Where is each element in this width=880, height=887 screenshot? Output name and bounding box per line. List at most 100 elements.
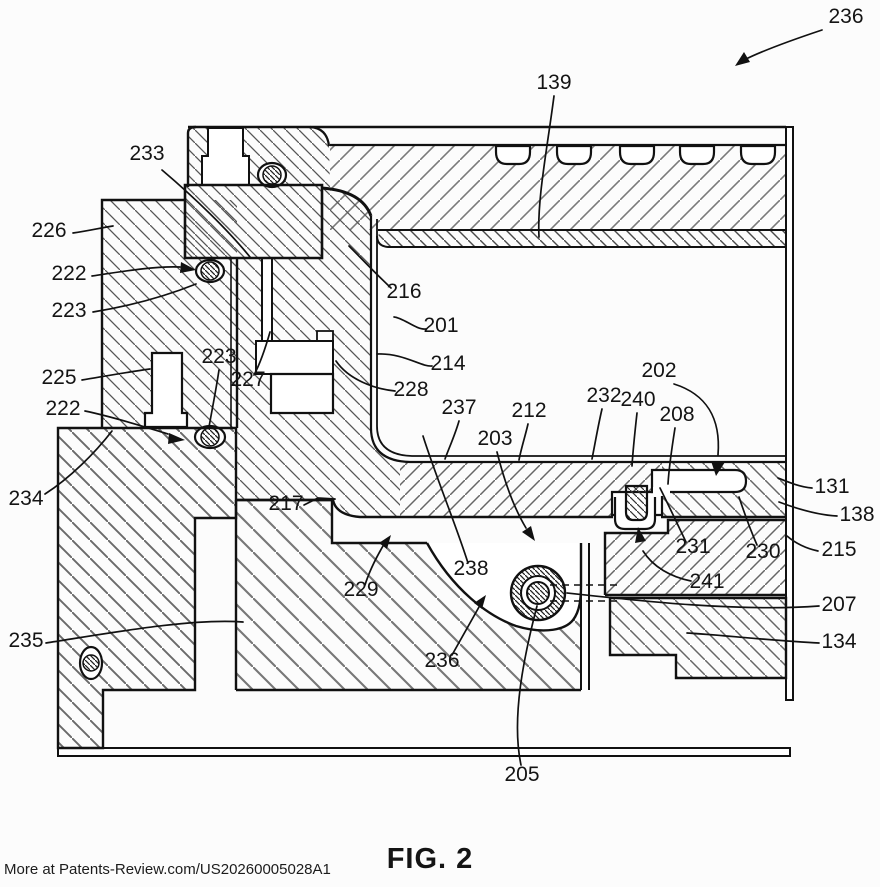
leader-201 — [393, 316, 427, 330]
leader-208 — [667, 427, 676, 485]
ref-label-216: 216 — [386, 280, 421, 303]
watermark-text: More at Patents-Review.com/US20260005028… — [4, 861, 331, 878]
sensor-block-white — [201, 127, 250, 186]
mat-corrugation-cups — [494, 144, 777, 166]
o-ring-222-upper — [194, 258, 226, 284]
o-ring-223-lower — [193, 424, 227, 450]
leader-138 — [778, 501, 838, 517]
o-ring-seals — [78, 161, 288, 681]
ref-label-227: 227 — [230, 368, 265, 391]
part-outlines — [56, 125, 788, 750]
ref-label-225: 225 — [41, 366, 76, 389]
leader-131 — [777, 477, 813, 489]
leader-234 — [44, 430, 113, 495]
ref-label-237: 237 — [441, 396, 476, 419]
leader-225 — [81, 368, 151, 381]
ref-label-134: 134 — [821, 630, 856, 653]
ref-label-222-upper: 222 — [51, 262, 86, 285]
leader-223-upper — [92, 283, 197, 313]
leader-205 — [516, 605, 538, 766]
ref-label-226: 226 — [31, 219, 66, 242]
leader-223-lower — [208, 369, 220, 428]
leader-241 — [642, 550, 692, 582]
labyrinth-joint — [610, 468, 748, 531]
leader-203 — [496, 451, 527, 529]
leader-214 — [376, 353, 433, 367]
ref-label-131: 131 — [814, 475, 849, 498]
leader-227 — [253, 331, 271, 376]
ref-label-232: 232 — [586, 384, 621, 407]
leader-236-top — [743, 29, 823, 61]
reference-labels: 236 139 233 226 222 223 216 201 214 225 … — [8, 5, 874, 786]
joint-upper-slot — [650, 468, 748, 494]
right-wall — [785, 126, 794, 701]
leader-222-upper — [91, 266, 181, 277]
arrowhead-202 — [711, 461, 725, 476]
ref-label-217: 217 — [268, 492, 303, 515]
lower-left-block-234-section — [58, 428, 236, 748]
leader-226 — [72, 225, 114, 234]
leader-237 — [444, 420, 460, 460]
leader-233 — [161, 169, 251, 258]
leader-202 — [673, 383, 720, 456]
leader-232 — [591, 408, 603, 460]
leader-222-lower — [84, 410, 169, 435]
cold-shelf-left-section — [400, 461, 662, 517]
white-features — [57, 126, 794, 757]
ref-label-229: 229 — [343, 578, 378, 601]
right-block-134-section — [610, 598, 786, 678]
o-ring-top — [256, 161, 288, 189]
leader-231 — [659, 487, 687, 543]
arrowhead-203 — [522, 526, 535, 541]
leader-134 — [686, 632, 820, 644]
leader-212 — [518, 423, 529, 461]
arrowhead-222-lower — [168, 433, 185, 444]
right-block-230-section — [605, 520, 786, 595]
leader-217 — [303, 497, 336, 506]
ref-label-240: 240 — [620, 388, 655, 411]
ref-label-236-top: 236 — [828, 5, 863, 28]
arrowhead-229 — [379, 535, 391, 549]
joint-tongue-240 — [624, 484, 649, 522]
leader-lines — [44, 29, 838, 766]
leader-240 — [631, 412, 638, 467]
leader-230 — [738, 496, 758, 546]
arrowhead-236-bottom — [474, 595, 486, 609]
ref-label-205: 205 — [504, 763, 539, 786]
arrowhead-241 — [635, 527, 646, 543]
box-227 — [269, 372, 335, 415]
ref-label-139: 139 — [536, 71, 571, 94]
pocket-white — [255, 340, 334, 375]
o-ring-235 — [78, 645, 104, 681]
ref-label-207: 207 — [821, 593, 856, 616]
ref-label-208: 208 — [659, 403, 694, 426]
ref-label-202: 202 — [641, 359, 676, 382]
roller-feature — [425, 542, 622, 632]
figure-caption: FIG. 2 — [387, 843, 474, 875]
ref-label-215: 215 — [821, 538, 856, 561]
ref-label-231: 231 — [675, 535, 710, 558]
ref-label-223-upper: 223 — [51, 299, 86, 322]
ref-label-236-bottom: 236 — [424, 649, 459, 672]
arrowhead-222-upper — [180, 262, 196, 273]
mat-lower-skin-section — [378, 230, 786, 247]
leader-235 — [45, 620, 244, 644]
ref-label-241: 241 — [689, 570, 724, 593]
leader-229 — [364, 545, 384, 586]
ref-label-235: 235 — [8, 629, 43, 652]
post-225 — [143, 351, 189, 429]
arrowhead-236-top — [735, 52, 750, 66]
ref-label-203: 203 — [477, 427, 512, 450]
bottom-plate — [57, 747, 791, 757]
leader-139 — [537, 95, 555, 238]
ref-label-234: 234 — [8, 487, 43, 510]
ref-label-223-lower: 223 — [201, 345, 236, 368]
leader-216 — [348, 245, 392, 289]
ref-label-214: 214 — [430, 352, 465, 375]
leader-215 — [786, 535, 819, 552]
ref-label-233: 233 — [129, 142, 164, 165]
leader-236-bottom — [451, 606, 480, 656]
joint-groove-outline — [613, 497, 657, 531]
